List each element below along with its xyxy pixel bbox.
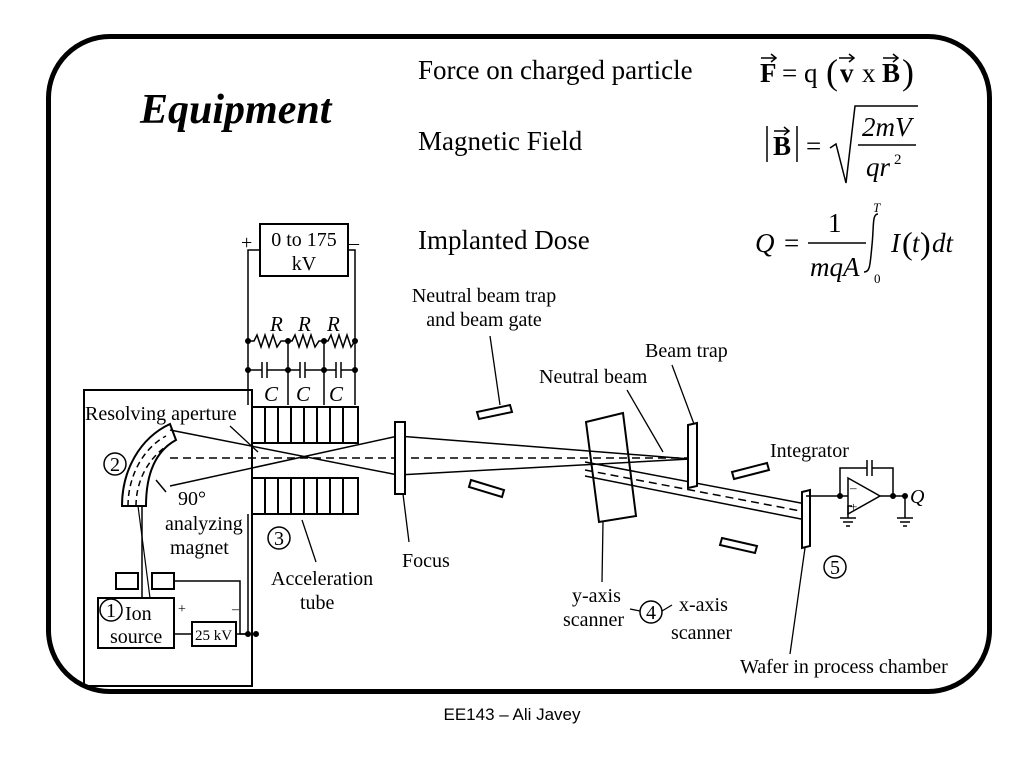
source-plus: + <box>178 602 186 617</box>
integrator-label: Integrator <box>770 440 849 462</box>
supply-plus: + <box>241 232 252 254</box>
slide-frame <box>46 34 992 694</box>
x-axis-scanner-plates <box>718 461 771 555</box>
magnetic-field-formula: B = 2mV qr 2 <box>766 105 918 184</box>
resistor-label-1: R <box>269 312 283 336</box>
magnet-label-line3: magnet <box>170 537 229 559</box>
y-axis-scanner <box>584 411 638 524</box>
svg-text:=: = <box>784 228 799 258</box>
svg-text:1: 1 <box>828 208 842 238</box>
capacitor-label-2: C <box>296 382 311 406</box>
leader-lines <box>229 335 806 655</box>
force-label: Force on charged particle <box>418 55 693 85</box>
svg-text:= q: = q <box>782 58 818 88</box>
resolving-aperture-label: Resolving aperture <box>85 403 237 425</box>
svg-text:F: F <box>760 58 777 88</box>
svg-text:dt: dt <box>932 228 955 258</box>
resistor-label-2: R <box>297 312 311 336</box>
y-scanner-label-line2: scanner <box>563 609 624 631</box>
integrator-circuit <box>806 460 913 527</box>
wafer <box>801 488 811 550</box>
implanted-dose-label: Implanted Dose <box>418 225 590 255</box>
supply-minus: – <box>348 232 360 254</box>
magnet-label-line2: analyzing <box>165 513 243 535</box>
svg-text:(: ( <box>902 225 913 261</box>
source-enclosure <box>83 389 253 687</box>
magnetic-field-label: Magnetic Field <box>418 126 583 156</box>
resistor-label-3: R <box>326 312 340 336</box>
x-scanner-label-line2: scanner <box>671 622 732 644</box>
acceleration-label-line2: tube <box>300 592 335 614</box>
high-voltage-supply: 0 to 175 kV + – <box>241 223 360 352</box>
svg-text:qr: qr <box>866 152 891 182</box>
acceleration-tube <box>251 406 359 515</box>
svg-text:T: T <box>873 200 881 215</box>
supply-label-line1: 0 to 175 <box>271 229 337 251</box>
svg-text:): ) <box>920 225 931 261</box>
capacitor-label-1: C <box>264 382 279 406</box>
slide-title: Equipment <box>140 87 332 133</box>
implanted-dose-formula: Q = 1 mqA T 0 I ( t ) dt <box>755 200 955 286</box>
svg-text:): ) <box>902 52 914 92</box>
slide-footer: EE143 – Ali Javey <box>443 705 581 724</box>
marker-1: 1 <box>106 600 116 622</box>
svg-text:mqA: mqA <box>810 252 860 282</box>
supply-label-line2: kV <box>292 253 317 275</box>
svg-text:2: 2 <box>894 152 902 168</box>
marker-2: 2 <box>110 454 120 476</box>
source-minus: – <box>231 602 240 617</box>
force-formula: F = q ( v x B ) <box>760 52 914 92</box>
svg-text:t: t <box>912 228 921 258</box>
svg-text:B: B <box>773 131 791 161</box>
source-supply-label: 25 kV <box>195 628 232 644</box>
opamp-plus: + <box>850 499 857 514</box>
acceleration-label-line1: Acceleration <box>271 568 373 590</box>
capacitor-label-3: C <box>329 382 344 406</box>
ion-source-label-line1: Ion <box>125 603 152 625</box>
y-scanner-label-line1: y-axis <box>572 585 621 607</box>
neutral-trap-label-line1: Neutral beam trap <box>412 285 556 307</box>
marker-3: 3 <box>274 528 284 550</box>
svg-text:(: ( <box>826 52 838 92</box>
beam-trap-label: Beam trap <box>645 340 728 362</box>
wafer-label: Wafer in process chamber <box>740 656 948 678</box>
neutral-beam-trap-plates <box>467 403 514 499</box>
magnet-label-line1: 90° <box>178 488 206 510</box>
x-scanner-label-line1: x-axis <box>679 594 728 616</box>
svg-text:2mV: 2mV <box>862 112 915 142</box>
svg-text:x: x <box>862 58 876 88</box>
opamp-minus: – <box>849 480 857 495</box>
svg-text:Q: Q <box>755 228 775 258</box>
svg-text:B: B <box>882 58 900 88</box>
neutral-beam-label: Neutral beam <box>539 366 648 388</box>
marker-4: 4 <box>646 602 656 624</box>
svg-text:v: v <box>840 58 854 88</box>
integrator-output-label: Q <box>910 486 925 508</box>
ion-source-label-line2: source <box>110 626 162 648</box>
focus-lens <box>394 421 406 495</box>
focus-label: Focus <box>402 550 450 572</box>
marker-5: 5 <box>830 557 840 579</box>
neutral-trap-label-line2: and beam gate <box>426 309 542 331</box>
svg-text:I: I <box>890 228 902 258</box>
ion-source <box>97 505 256 649</box>
beam-trap <box>687 421 698 490</box>
analyzing-magnet <box>120 422 178 507</box>
svg-text:0: 0 <box>874 271 881 286</box>
svg-text:=: = <box>806 131 821 161</box>
